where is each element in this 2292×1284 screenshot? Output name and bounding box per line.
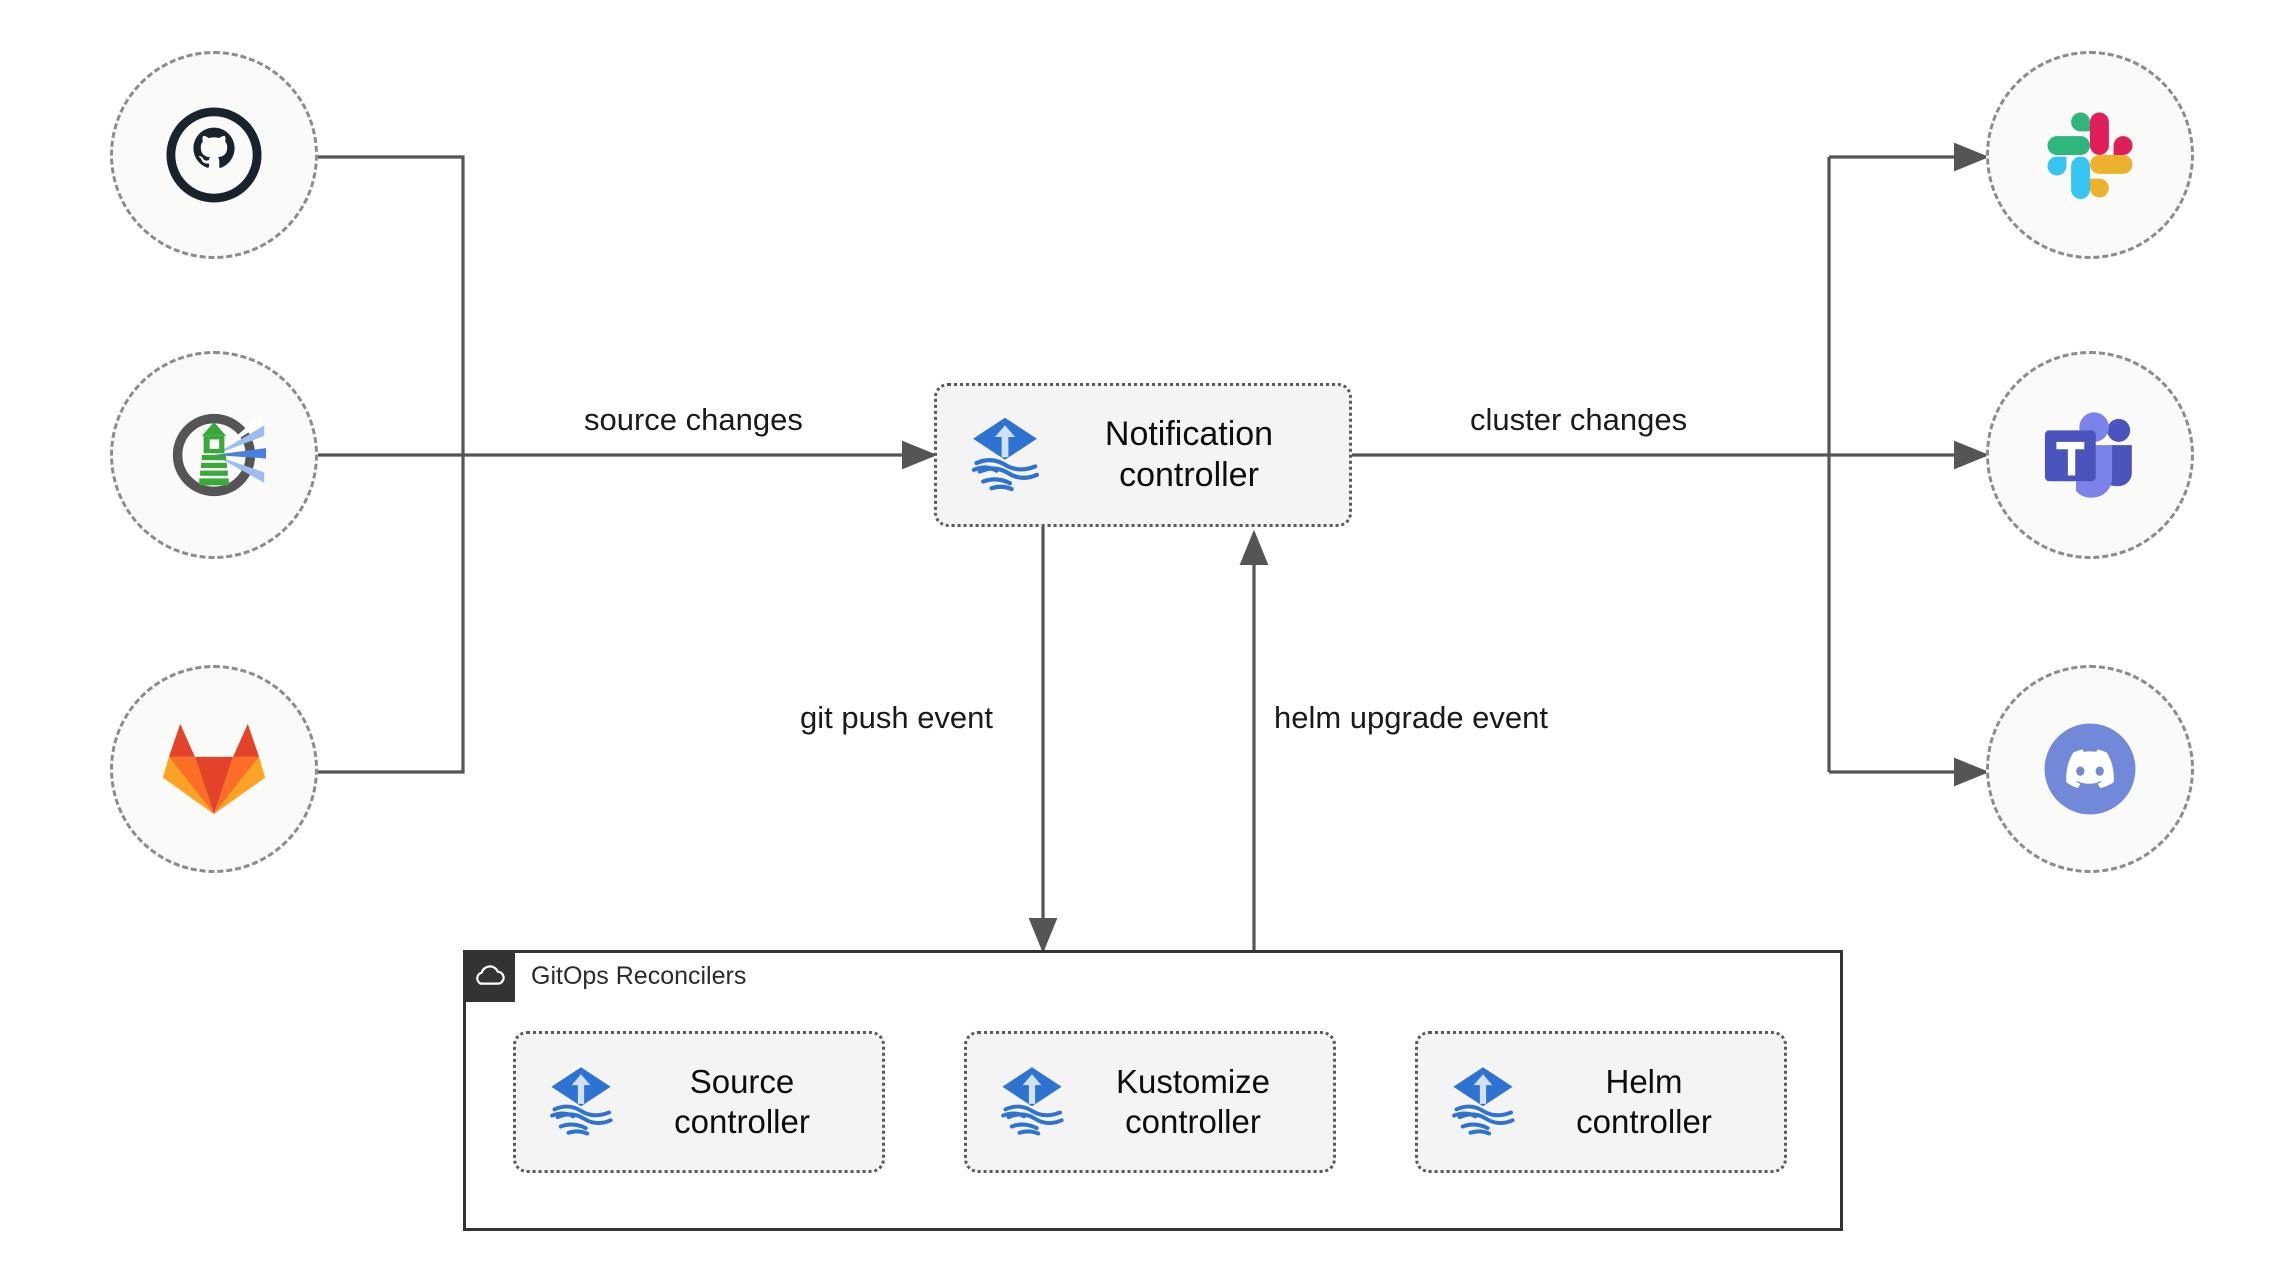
github-icon: [166, 107, 262, 203]
source-controller-box[interactable]: Source controller: [513, 1031, 885, 1173]
discord-icon: [2044, 723, 2136, 815]
flux-icon: [993, 1061, 1071, 1144]
helm-icon: [172, 413, 266, 497]
notification-controller-box[interactable]: Notification controller: [934, 383, 1352, 527]
edge-label-helm-upgrade-event: helm upgrade event: [1274, 700, 1549, 735]
edge-label-source-changes: source changes: [584, 402, 803, 437]
gitops-reconcilers-title: GitOps Reconcilers: [531, 961, 747, 990]
cloud-icon: [463, 950, 515, 1002]
flux-icon: [963, 411, 1047, 500]
helm-controller-box[interactable]: Helm controller: [1415, 1031, 1787, 1173]
slack-icon: [2047, 112, 2133, 200]
helm-controller-label: Helm controller: [1576, 1062, 1712, 1140]
flux-icon: [542, 1061, 620, 1144]
gitlab-icon: [162, 723, 266, 815]
flux-icon: [1444, 1061, 1522, 1144]
edge-label-git-push-event: git push event: [800, 700, 994, 735]
source-controller-label: Source controller: [674, 1062, 810, 1140]
notification-controller-label: Notification controller: [1104, 414, 1274, 494]
gitops-reconcilers-header: GitOps Reconcilers: [463, 950, 746, 1002]
kustomize-controller-label: Kustomize controller: [1115, 1062, 1271, 1140]
edge-label-cluster-changes: cluster changes: [1470, 402, 1688, 437]
kustomize-controller-box[interactable]: Kustomize controller: [964, 1031, 1336, 1173]
destination-node-slack[interactable]: [1986, 51, 2194, 259]
destination-node-teams[interactable]: [1986, 351, 2194, 559]
source-node-helm[interactable]: [110, 351, 318, 559]
destination-node-discord[interactable]: [1986, 665, 2194, 873]
source-node-gitlab[interactable]: [110, 665, 318, 873]
teams-icon: [2044, 412, 2132, 498]
source-node-github[interactable]: [110, 51, 318, 259]
